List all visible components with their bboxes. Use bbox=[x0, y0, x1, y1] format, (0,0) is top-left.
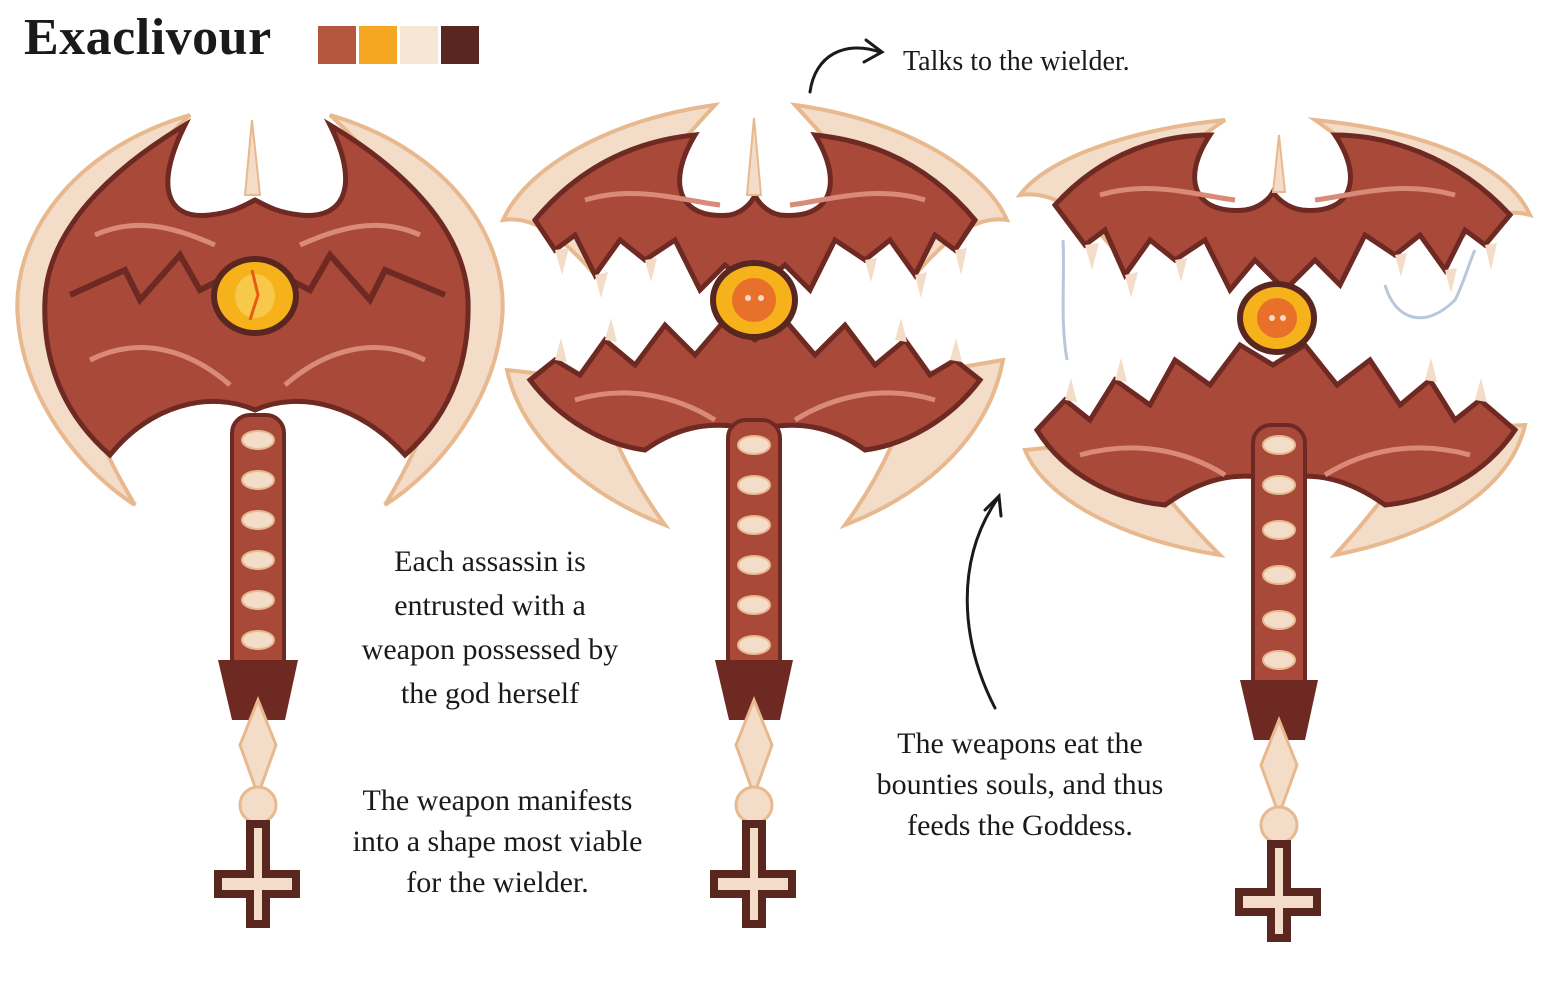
note-line: The weapon manifests bbox=[362, 784, 633, 817]
note-weapon-manifests: The weapon manifests into a shape most v… bbox=[315, 780, 680, 903]
note-line: weapon possessed by bbox=[361, 633, 619, 666]
axe-devouring-drawing bbox=[1015, 117, 1534, 942]
note-assassin-weapon: Each assassin is entrusted with a weapon… bbox=[320, 540, 660, 716]
note-line: the god herself bbox=[400, 677, 580, 710]
axe-devouring-illustration bbox=[1015, 117, 1534, 942]
axe-open-illustration bbox=[499, 102, 1011, 928]
note-line: entrusted with a bbox=[394, 589, 586, 622]
note-weapons-eat-souls: The weapons eat the bounties souls, and … bbox=[840, 723, 1200, 846]
palette-swatch-1 bbox=[318, 26, 356, 64]
arrow-talks bbox=[808, 38, 885, 94]
note-line: feeds the Goddess. bbox=[907, 809, 1133, 842]
axe-open-drawing bbox=[499, 102, 1011, 928]
arrow-eat bbox=[965, 492, 1003, 710]
axe-closed-illustration bbox=[15, 113, 505, 928]
palette-swatch-4 bbox=[441, 26, 479, 64]
axe-closed-drawing bbox=[15, 113, 505, 928]
palette-swatch-2 bbox=[359, 26, 397, 64]
note-line: The weapons eat the bbox=[897, 727, 1143, 760]
note-talks-to-wielder: Talks to the wielder. bbox=[903, 46, 1130, 77]
note-line: for the wielder. bbox=[406, 866, 589, 899]
note-line: bounties souls, and thus bbox=[876, 768, 1164, 801]
note-line: Each assassin is bbox=[394, 545, 586, 578]
color-palette bbox=[318, 26, 482, 64]
palette-swatch-3 bbox=[400, 26, 438, 64]
note-line: into a shape most viable bbox=[352, 825, 643, 858]
page-title: Exaclivour bbox=[24, 9, 272, 66]
